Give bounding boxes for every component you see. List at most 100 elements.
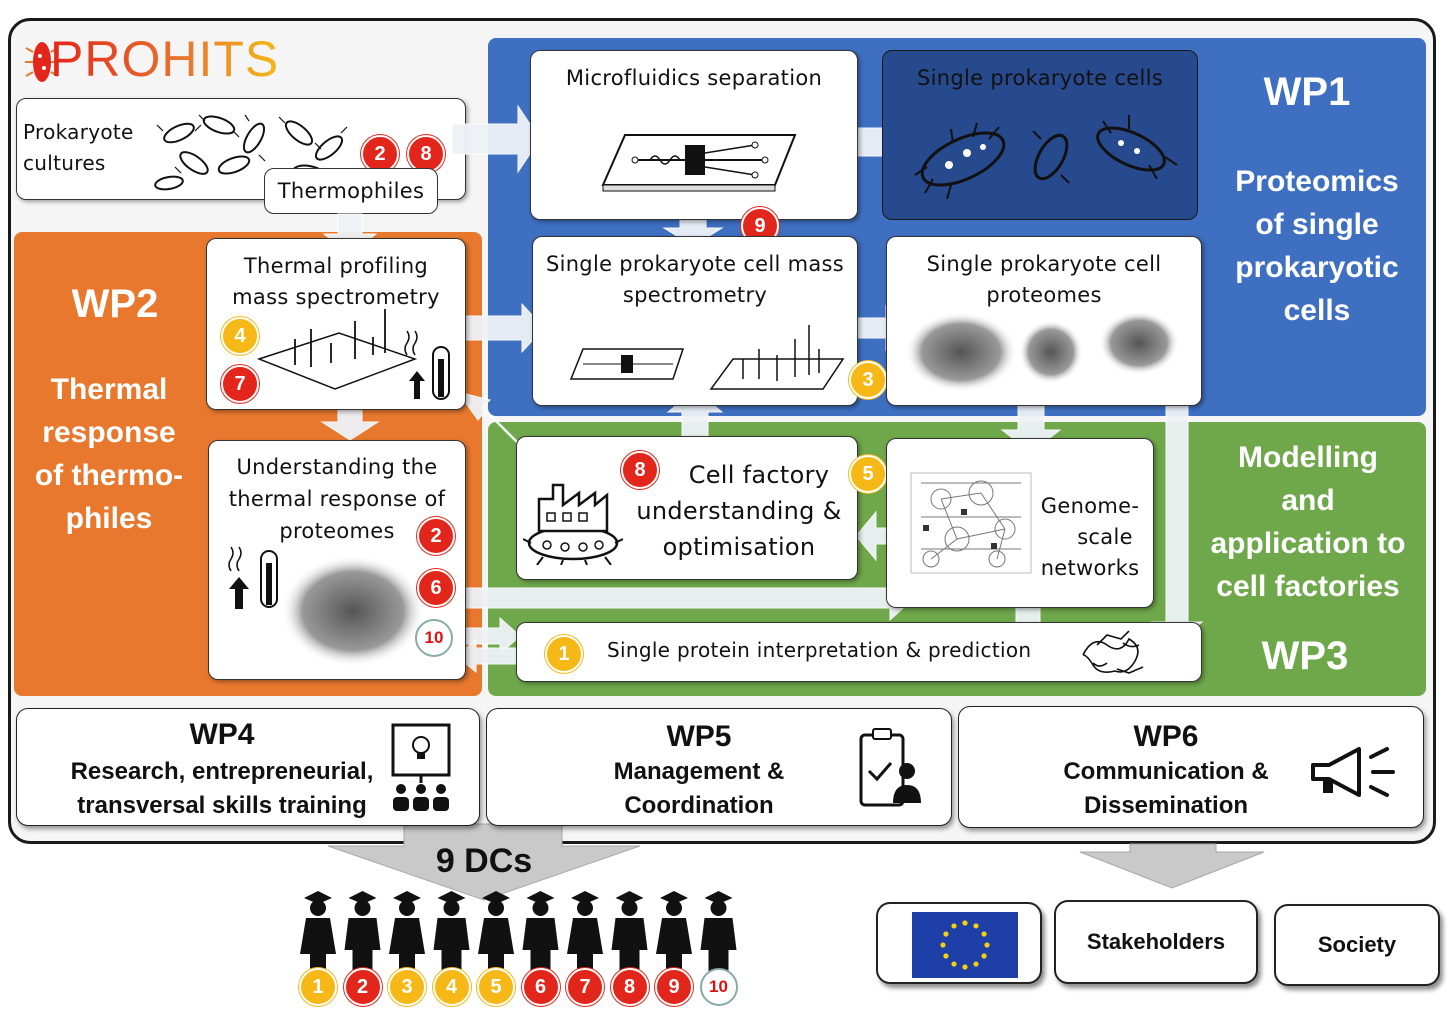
- stakeholders-card: Stakeholders: [1054, 900, 1258, 984]
- prohits-logo: PROHITS: [24, 28, 304, 92]
- badge-understanding-10: 10: [415, 619, 453, 657]
- proteomes-line1: Single prokaryote cell: [926, 252, 1162, 276]
- protein-structure-icon: [1082, 630, 1144, 674]
- arrow-to-dcs: [327, 823, 641, 901]
- wp3-title: Modelling and application to cell factor…: [1196, 436, 1420, 608]
- thermophiles-label-box: Thermophiles: [264, 168, 438, 214]
- wp6-card: WP6 Communication & Dissemination: [958, 706, 1424, 828]
- graduate-figure-icon: [567, 891, 603, 974]
- graduate-figure-icon: [478, 891, 514, 974]
- wp2-title: Thermal response of thermo- philes: [14, 368, 204, 540]
- single-bacteria-icon: [914, 115, 1178, 200]
- wp1-code: WP1: [1263, 70, 1351, 114]
- wp2-title-line3: of thermo-: [34, 459, 184, 492]
- wp6-code: WP6: [1133, 720, 1199, 753]
- wp1-title-line1: Proteomics: [1235, 165, 1399, 198]
- thermal-proteome-icon: [228, 546, 423, 667]
- arrow-factory-to-thermal: [456, 391, 521, 445]
- thermal-profiling-line2: mass spectrometry: [232, 285, 440, 309]
- cultures-label-line1: Prokaryote: [23, 120, 134, 144]
- wp3-title-line3: application to: [1210, 527, 1406, 560]
- wp3-title-line4: cell factories: [1216, 570, 1400, 603]
- mass-spec-card: Single prokaryote cell mass spectrometry…: [532, 236, 887, 406]
- proteomes-line2: proteomes: [986, 283, 1102, 307]
- graduate-figure-icon: [344, 891, 381, 974]
- graduate-figure-icon: [522, 891, 559, 974]
- graduates-icon: [300, 891, 737, 974]
- wp3-title-line1: Modelling: [1238, 441, 1378, 474]
- microfluidic-chip-icon: [601, 134, 797, 192]
- wp5-line2: Coordination: [624, 792, 774, 819]
- graduate-figure-icon: [656, 891, 692, 974]
- wp1-title-line2: of single: [1255, 208, 1379, 241]
- arrow-profiling-to-understanding: [320, 407, 380, 441]
- thermal-spectrum-icon: [256, 309, 450, 400]
- dc-badge-3: 3: [388, 968, 426, 1006]
- single-cells-label: Single prokaryote cells: [917, 66, 1163, 90]
- genome-line1: Genome-: [1040, 494, 1140, 518]
- understanding-card: Understanding the thermal response of pr…: [208, 440, 466, 680]
- stakeholders-label: Stakeholders: [1086, 929, 1226, 954]
- wp4-line2: transversal skills training: [77, 792, 367, 819]
- megaphone-icon: [1311, 747, 1395, 797]
- badge-thermal-4: 4: [221, 317, 259, 355]
- wp6-line1: Communication &: [1063, 758, 1269, 785]
- wp1-title-line4: cells: [1283, 294, 1351, 327]
- dc-badge-9: 9: [655, 968, 693, 1006]
- dc-badge-4: 4: [432, 968, 471, 1006]
- graduate-figure-icon: [611, 891, 648, 974]
- wp2-title-line4: philes: [65, 502, 153, 535]
- proteome-network-icon: [905, 311, 1179, 392]
- arrow-understanding-to-genome: [459, 574, 915, 622]
- dc-badge-2: 2: [343, 968, 382, 1006]
- badge-thermal-7: 7: [221, 365, 259, 403]
- badge-understanding-2: 2: [417, 517, 455, 555]
- dc-badge-1: 1: [299, 968, 337, 1006]
- wp1-title: Proteomics of single prokaryotic cells: [1212, 160, 1422, 332]
- badge-proteomes-3: 3: [849, 361, 887, 399]
- eu-flag-icon: [912, 912, 1018, 978]
- training-presentation-icon: [391, 723, 451, 811]
- thermophiles-label: Thermophiles: [277, 179, 425, 203]
- genome-card: Genome- scale networks: [886, 438, 1154, 608]
- understanding-line2: thermal response of: [228, 487, 446, 511]
- understanding-line1: Understanding the: [236, 455, 438, 479]
- proteomes-card: Single prokaryote cell proteomes: [886, 236, 1202, 406]
- logo-text: PROHITS: [50, 31, 280, 87]
- microfluidics-label: Microfluidics separation: [565, 66, 823, 90]
- single-cells-card: Single prokaryote cells: [882, 50, 1198, 220]
- society-card: Society: [1274, 904, 1440, 986]
- wp2-title-line2: response: [42, 416, 176, 449]
- wp2-title-line1: Thermal: [50, 373, 168, 406]
- wp4-line1: Research, entrepreneurial,: [70, 758, 374, 785]
- wp5-code: WP5: [666, 720, 732, 753]
- arrow-proteomes-to-protein: [1150, 403, 1204, 643]
- badge-factory-5: 5: [849, 455, 887, 493]
- graduate-figure-icon: [300, 891, 336, 974]
- dc-badge-10: 10: [699, 968, 738, 1006]
- thermal-profiling-card: Thermal profiling mass spectrometry 4 7: [206, 238, 466, 410]
- arrow-to-outputs: [1079, 843, 1265, 889]
- arrow-protein-to-understanding: [455, 638, 521, 674]
- wp1-title-line3: prokaryotic: [1235, 251, 1399, 284]
- thermal-profiling-line1: Thermal profiling: [243, 254, 429, 278]
- badge-factory-8: 8: [621, 451, 659, 489]
- mass-spec-line1: Single prokaryote cell mass: [545, 252, 845, 276]
- wp4-card: WP4 Research, entrepreneurial, transvers…: [16, 708, 480, 826]
- microfluidics-card: Microfluidics separation 9: [530, 50, 858, 245]
- wp5-line1: Management &: [613, 758, 785, 785]
- cell-factory-icon: [523, 483, 623, 565]
- wp6-line2: Dissemination: [1083, 792, 1249, 819]
- mass-spectrum-icon: [569, 325, 845, 390]
- genome-line2: scale: [1077, 525, 1133, 549]
- genome-line3: networks: [1040, 556, 1140, 580]
- cell-factory-line1: Cell factory: [688, 461, 830, 489]
- metabolic-network-icon: [910, 472, 1032, 574]
- single-protein-label: Single protein interpretation & predicti…: [607, 638, 1032, 662]
- mass-spec-line2: spectrometry: [622, 283, 768, 307]
- single-protein-card: 1 Single protein interpretation & predic…: [516, 622, 1202, 682]
- wp2-code: WP2: [71, 282, 159, 326]
- understanding-line3: proteomes: [279, 519, 395, 543]
- dc-badge-5: 5: [477, 968, 515, 1006]
